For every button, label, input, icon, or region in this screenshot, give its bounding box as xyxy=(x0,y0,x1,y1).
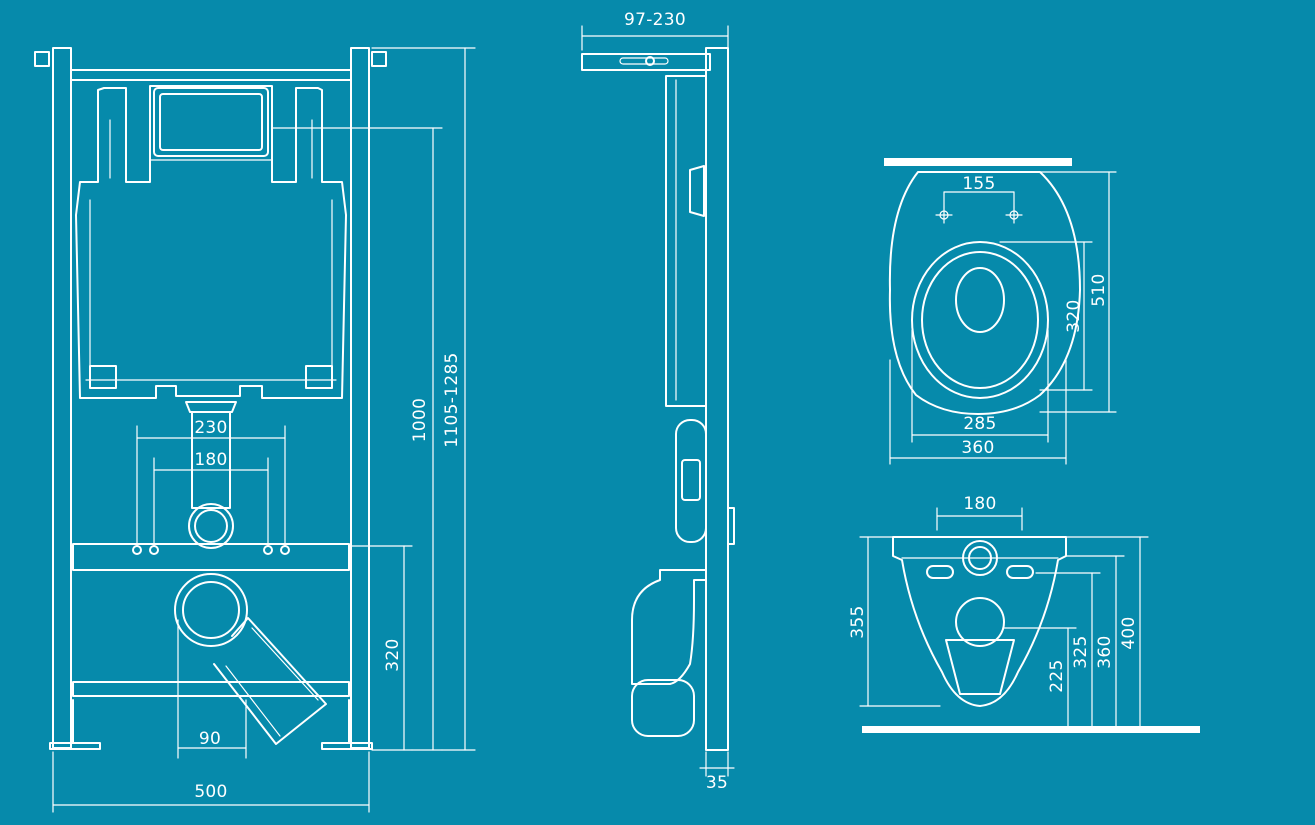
side-actuator xyxy=(689,165,705,217)
bowl-front-outline xyxy=(892,536,1067,707)
dim-inlet-height: 325 xyxy=(1071,635,1091,668)
bowl-outlet xyxy=(955,597,1005,647)
right-cistern-clip xyxy=(305,365,333,389)
dim-height-360: 360 xyxy=(1095,635,1115,668)
cistern xyxy=(75,85,347,399)
dim-outlet-height: 320 xyxy=(383,638,403,671)
left-wall-bracket xyxy=(34,51,50,67)
toilet-bowl-front-view: 180 355 225 325 360 400 xyxy=(848,494,1200,733)
side-flush-pipe xyxy=(675,419,707,543)
left-cistern-clip xyxy=(89,365,117,389)
dim-wall-distance: 97-230 xyxy=(624,10,686,30)
dim-bowl-length: 510 xyxy=(1089,273,1109,306)
side-upright xyxy=(705,47,729,751)
left-upright xyxy=(52,47,72,749)
dim-hinge-spacing: 155 xyxy=(962,174,995,194)
bowl-outline xyxy=(888,171,1081,415)
bowl-drain-opening xyxy=(955,267,1005,333)
right-wall-bracket xyxy=(371,51,387,67)
top-rail xyxy=(70,69,352,81)
bowl-mounting-bar xyxy=(72,543,350,571)
toilet-bowl-top-view: 155 320 510 285 360 xyxy=(884,158,1117,465)
dim-total-width: 500 xyxy=(194,782,227,802)
dim-bolt-inner: 180 xyxy=(194,450,227,470)
dim-height-400: 400 xyxy=(1119,616,1139,649)
installation-frame-front-view: 230 180 90 500 320 1000 1105-1285 xyxy=(34,47,476,813)
dim-frame-depth: 35 xyxy=(706,773,728,793)
drain-elbow xyxy=(174,573,327,745)
dim-opening-length: 320 xyxy=(1064,299,1084,332)
bottom-rail xyxy=(72,681,350,697)
dim-opening-width: 285 xyxy=(963,414,996,434)
dim-bolt-spacing: 180 xyxy=(963,494,996,514)
dim-bolt-outer: 230 xyxy=(194,418,227,438)
side-cistern xyxy=(665,75,707,407)
side-drain-bend xyxy=(631,569,707,685)
dim-drain-offset: 90 xyxy=(199,729,221,749)
front-dimension-lines xyxy=(52,47,476,813)
dim-outlet-height-bowl: 225 xyxy=(1047,659,1067,692)
bowl-rim xyxy=(911,241,1049,399)
right-foot xyxy=(321,742,373,750)
right-upright xyxy=(350,47,370,749)
bowl-inlet xyxy=(962,540,998,576)
left-foot xyxy=(49,742,101,750)
dim-top-height: 355 xyxy=(848,605,868,638)
dim-bowl-width: 360 xyxy=(961,438,994,458)
installation-side-view: 97-230 35 xyxy=(581,10,735,793)
flush-pipe xyxy=(185,401,237,549)
dim-frame-height: 1105-1285 xyxy=(442,352,462,447)
adjustable-wall-arm xyxy=(581,53,711,71)
flush-valve-housing xyxy=(153,87,269,157)
flush-outlet-ring xyxy=(188,503,234,549)
wall-line-top xyxy=(884,158,1072,166)
floor-line xyxy=(862,726,1200,733)
dim-button-height: 1000 xyxy=(410,398,430,442)
